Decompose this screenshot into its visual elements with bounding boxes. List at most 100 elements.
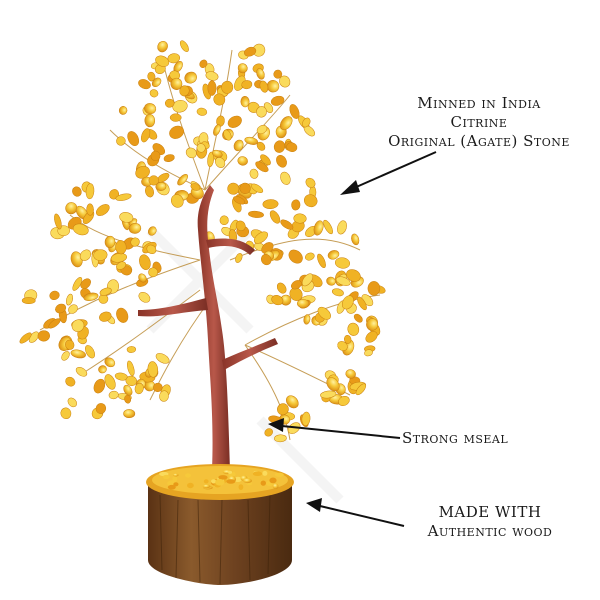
citrine-stone [110,253,127,263]
citrine-stone [177,174,188,186]
citrine-chip [252,471,263,477]
citrine-stone [138,291,151,303]
citrine-stone [233,196,246,205]
citrine-stone [221,80,234,94]
citrine-stone [367,281,381,296]
citrine-chip [227,470,233,474]
citrine-stone [274,434,287,443]
arrow-wood [306,498,405,527]
citrine-stone [291,199,301,211]
citrine-stone [146,244,157,255]
annotation-seal: Strong mseal [402,429,532,448]
citrine-chip [173,473,179,477]
citrine-stone [145,185,154,198]
citrine-stone [184,71,197,84]
citrine-stone [118,106,128,115]
citrine-stone [151,77,162,88]
citrine-stone [185,147,197,159]
citrine-stone [67,397,77,408]
citrine-chip [260,480,266,486]
citrine-stone [317,306,331,320]
citrine-stone [253,231,269,244]
citrine-stone [256,141,266,151]
arrow-origin [340,151,437,195]
citrine-stone [179,40,189,52]
citrine-stone [270,95,285,106]
citrine-stone [279,116,293,131]
citrine-stone [213,124,221,136]
citrine-stone [366,318,379,331]
annotation-arrows [268,151,437,527]
citrine-stone [346,269,361,282]
citrine-stone [169,125,184,139]
citrine-stone [271,295,284,306]
citrine-chip [202,484,211,489]
citrine-stone [159,390,169,402]
citrine-chip [162,474,170,480]
citrine-stone [98,294,109,304]
citrine-chip [238,484,244,490]
citrine-stone [116,136,126,146]
citrine-stone [351,233,360,246]
citrine-stone [260,154,271,166]
citrine-stone [207,151,215,168]
citrine-stone [149,89,159,98]
citrine-stone-canopy [19,40,386,443]
citrine-stone [248,210,264,218]
citrine-stone [256,68,265,80]
citrine-chip [233,476,242,482]
citrine-stone [341,295,354,310]
citrine-stone [297,298,310,309]
citrine-stone [256,124,268,135]
citrine-stone [239,182,251,195]
citrine-stone [277,403,289,416]
citrine-stone [241,80,253,90]
citrine-stone [134,382,144,395]
citrine-stone [71,319,85,332]
citrine-stone [85,345,95,359]
citrine-stone [163,154,175,162]
citrine-stone [196,143,206,153]
citrine-stone [155,182,167,191]
citrine-stone [96,204,110,216]
citrine-stone [305,177,316,188]
citrine-stone [233,139,244,152]
citrine-stone [75,366,88,377]
wood-line-1: MADE WITH [438,503,542,521]
origin-line-2: Citrine [450,113,508,131]
citrine-stone [335,276,351,286]
citrine-stone [138,273,147,283]
citrine-stone [279,75,291,88]
citrine-stone [72,276,83,291]
tree-trunk [138,185,278,470]
citrine-stone [251,183,264,193]
citrine-stone [205,71,219,81]
citrine-stone [190,183,201,191]
citrine-stone [219,215,229,226]
citrine-stone [48,318,61,329]
citrine-stone [344,334,352,344]
citrine-stone [123,409,136,419]
citrine-stone [147,361,158,378]
citrine-stone [144,103,157,115]
citrine-stone [70,349,86,359]
citrine-stone [150,150,161,162]
citrine-stone [54,213,62,230]
citrine-chip [173,482,179,487]
citrine-stone [104,357,116,368]
citrine-stone [273,69,283,79]
citrine-stone [365,331,378,343]
citrine-stone [170,194,184,208]
citrine-stone [49,290,60,301]
citrine-stone [240,95,250,108]
citrine-stone [255,161,269,173]
citrine-stone [99,287,112,296]
citrine-stone [323,219,333,235]
origin-line-3: Original (Agate) Stone [388,132,570,150]
citrine-stone [264,428,273,437]
citrine-stone [261,254,272,266]
citrine-stone [115,240,127,255]
annotation-wood: MADE WITH Authentic wood [410,503,570,541]
citrine-stone [130,237,140,247]
citrine-stone [235,220,246,232]
